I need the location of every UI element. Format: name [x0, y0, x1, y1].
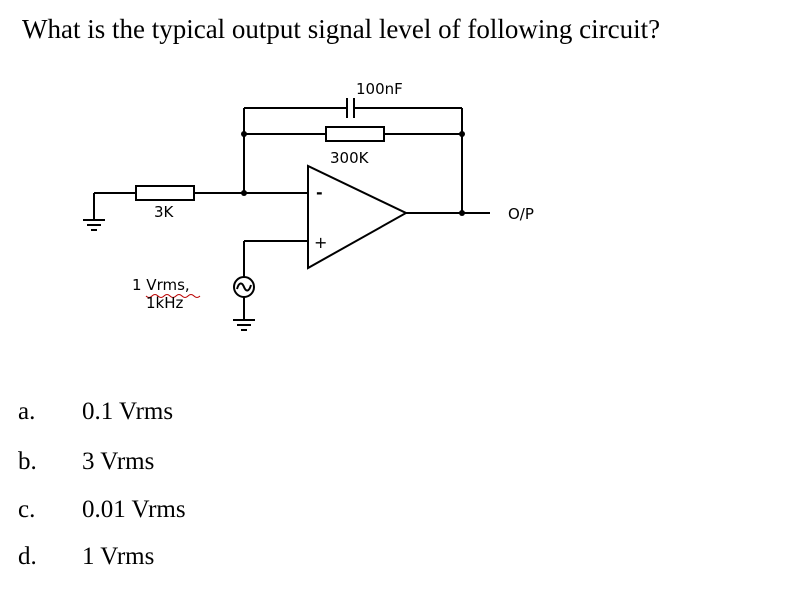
junction-dot	[241, 131, 247, 137]
junction-dot	[241, 190, 247, 196]
ground-symbol-source	[233, 297, 255, 331]
feedback-resistor-label: 300K	[330, 149, 370, 167]
input-resistor-label: 3K	[154, 203, 175, 221]
capacitor-label: 100nF	[356, 80, 403, 98]
feedback-resistor	[325, 126, 385, 142]
output-label: O/P	[508, 205, 534, 223]
inverting-sign: -	[316, 183, 323, 202]
option-value: 0.01 Vrms	[82, 496, 186, 523]
input-resistor	[135, 185, 195, 201]
noninverting-sign: +	[314, 233, 327, 252]
junction-dot	[459, 131, 465, 137]
option-letter: b.	[18, 448, 37, 475]
source-amplitude-label: 1 Vrms,	[132, 276, 190, 294]
option-value: 0.1 Vrms	[82, 398, 174, 425]
question-text: What is the typical output signal level …	[22, 14, 661, 44]
source-frequency-label: 1kHz	[146, 294, 184, 312]
option-value: 1 Vrms	[82, 543, 155, 570]
ground-symbol-left	[83, 193, 105, 231]
option-value: 3 Vrms	[82, 448, 155, 475]
junction-dot	[459, 210, 465, 216]
option-letter: c.	[18, 496, 36, 523]
option-letter: a.	[18, 398, 36, 425]
op-amp-triangle	[307, 164, 409, 270]
option-letter: d.	[18, 543, 37, 570]
